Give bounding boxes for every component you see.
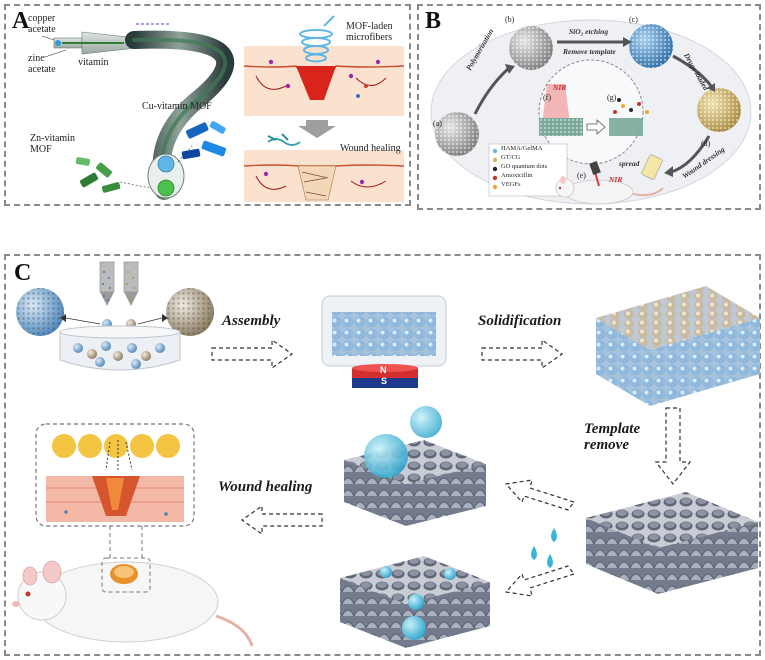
fiber-cross-section <box>147 153 185 199</box>
label-sio2-etching: SiO₂ etching <box>569 27 609 36</box>
scaffold-with-small-spheres <box>340 556 490 648</box>
label-nir-top: NIR <box>553 83 567 92</box>
inverse-opal-fabrication-flow <box>12 261 760 648</box>
sphere-b <box>509 26 553 70</box>
legend-item: Amoxicillin <box>501 172 533 179</box>
wound-with-microfibers <box>243 15 405 116</box>
label-zinc-acetate: zinc acetate <box>28 53 56 75</box>
mouse-b <box>555 154 664 205</box>
released-drugs <box>609 98 649 136</box>
nozzle <box>41 23 171 59</box>
arrow-loading-bottom <box>504 565 575 597</box>
scaffold-with-large-spheres <box>344 406 486 526</box>
panel-b-letter: B <box>425 8 442 34</box>
sphere-c <box>629 24 673 68</box>
cu-vitamin-mof-crystals <box>181 121 227 160</box>
microfluidic-fiber-illustration <box>41 15 405 202</box>
wound-healing-illustration <box>243 133 405 202</box>
label-magnet-n: N <box>380 365 387 375</box>
down-arrow <box>298 120 336 138</box>
assembly-container <box>321 295 447 388</box>
label-spread: spread <box>619 159 640 168</box>
panel-b: B <box>417 4 761 210</box>
panel-c-letter: C <box>14 260 32 286</box>
panel-a-letter: A <box>12 8 30 34</box>
label-cu-vitamin-mof: Cu-vitamin MOF <box>142 101 212 112</box>
panel-c: C <box>4 254 761 656</box>
label-b-c: (c) <box>629 15 638 24</box>
label-wound-healing-a: Wound healing <box>340 143 401 154</box>
legend-item: GO quantum dots <box>501 163 548 170</box>
solidified-block <box>596 286 760 406</box>
label-solidification: Solidification <box>478 313 562 329</box>
droplets <box>531 528 557 568</box>
label-wound-healing-c: Wound healing <box>218 479 313 495</box>
label-zn-vitamin-mof: Zn-vitamin MOF <box>30 133 75 155</box>
zn-vitamin-mof-crystals <box>75 157 121 193</box>
label-magnet-s: S <box>381 376 388 386</box>
label-b-f: (f) <box>543 93 551 102</box>
label-assembly: Assembly <box>222 313 281 329</box>
label-remove-template: Remove template <box>563 47 616 56</box>
mouse-c <box>12 526 254 647</box>
label-vitamin: vitamin <box>78 57 109 68</box>
arrow-template-remove <box>654 407 692 485</box>
label-b-b: (b) <box>505 15 515 24</box>
sphere-a <box>435 112 479 156</box>
label-copper-acetate: copper acetate <box>28 13 56 35</box>
arrow-loading-top <box>504 479 575 511</box>
legend-b: HAMA/GelMA GT/CG GO quantum dots Amoxici… <box>501 145 548 191</box>
arrow-solidification <box>481 338 564 370</box>
label-b-e: (e) <box>577 171 586 180</box>
label-nir-bottom: NIR <box>609 175 623 184</box>
legend-item: VEGFs <box>501 181 521 188</box>
panel-a: A <box>4 4 411 206</box>
legend-item: GT/CG <box>501 154 521 161</box>
assembly-source <box>16 261 214 371</box>
label-mof-laden-microfibers: MOF-laden microfibers <box>346 21 393 43</box>
legend-item: HAMA/GelMA <box>501 145 543 152</box>
skin-inset <box>35 423 195 527</box>
label-b-d: (d) <box>701 139 711 148</box>
arrow-assembly <box>211 338 294 370</box>
label-template-remove: Template remove <box>584 421 641 453</box>
label-b-a: (a) <box>433 119 442 128</box>
label-b-g: (g) <box>607 93 617 102</box>
drug-loaded-scaffold-cycle <box>430 19 752 205</box>
arrow-wound-healing <box>240 504 323 536</box>
inverse-opal-scaffold <box>586 492 758 594</box>
sphere-d <box>697 88 741 132</box>
